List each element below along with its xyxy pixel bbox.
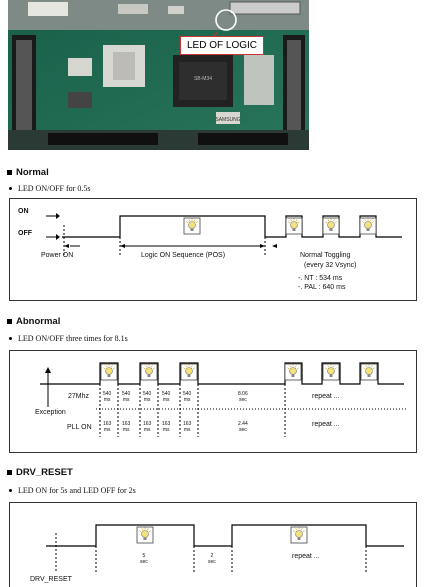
off-label: OFF [18,230,32,237]
drv-repeat-label: repeat ... [292,553,320,560]
led-bulb-icon [360,363,378,381]
led-bulb-icon [136,526,154,544]
led-bulb-icon [180,363,198,381]
repeat-label-2: repeat ... [312,421,340,428]
normal-timing-panel: ON OFF Power ON Logic ON Sequence (POS) … [9,198,417,301]
vsync-label: (every 32 Vsync) [304,262,357,269]
power-on-label: Power ON [41,252,74,259]
logic-seq-label: Logic ON Sequence (POS) [141,252,226,259]
chip-label: SAMSUNG [215,117,240,123]
abnormal-bullet: LED ON/OFF three times for 8.1s [9,334,128,343]
led-bulb-icon [100,363,118,381]
drv-reset-label: DRV_RESET [30,576,72,583]
row-pll-label: PLL ON [67,424,92,431]
normal-bullet: LED ON/OFF for 0.5s [9,184,90,193]
pal-label: -. PAL : 640 ms [298,284,346,291]
section-title-drv-reset: DRV_RESET [7,467,73,478]
led-bulb-icon [290,526,308,544]
section-title-normal: Normal [7,167,49,178]
repeat-label-1: repeat ... [312,393,340,400]
drv-reset-bullet: LED ON for 5s and LED OFF for 2s [9,486,136,495]
led-bulb-icon [322,217,340,235]
led-of-logic-callout: LED OF LOGIC [180,36,264,55]
led-bulb-icon [284,363,302,381]
led-bulb-icon [359,217,377,235]
svg-text:SB-M34: SB-M34 [194,76,212,82]
exception-label: Exception [35,409,66,416]
led-bulb-icon [285,217,303,235]
row-27mhz-label: 27Mhz [68,393,90,400]
led-bulb-icon [140,363,158,381]
led-bulb-icon [183,217,201,235]
nt-label: -. NT : 534 ms [298,275,343,282]
on-label: ON [18,208,29,215]
section-title-abnormal: Abnormal [7,316,60,327]
led-bulb-icon [322,363,340,381]
toggling-label: Normal Toggling [300,252,351,259]
pcb-photo: SB-M34 SAMSUNG [8,0,309,150]
